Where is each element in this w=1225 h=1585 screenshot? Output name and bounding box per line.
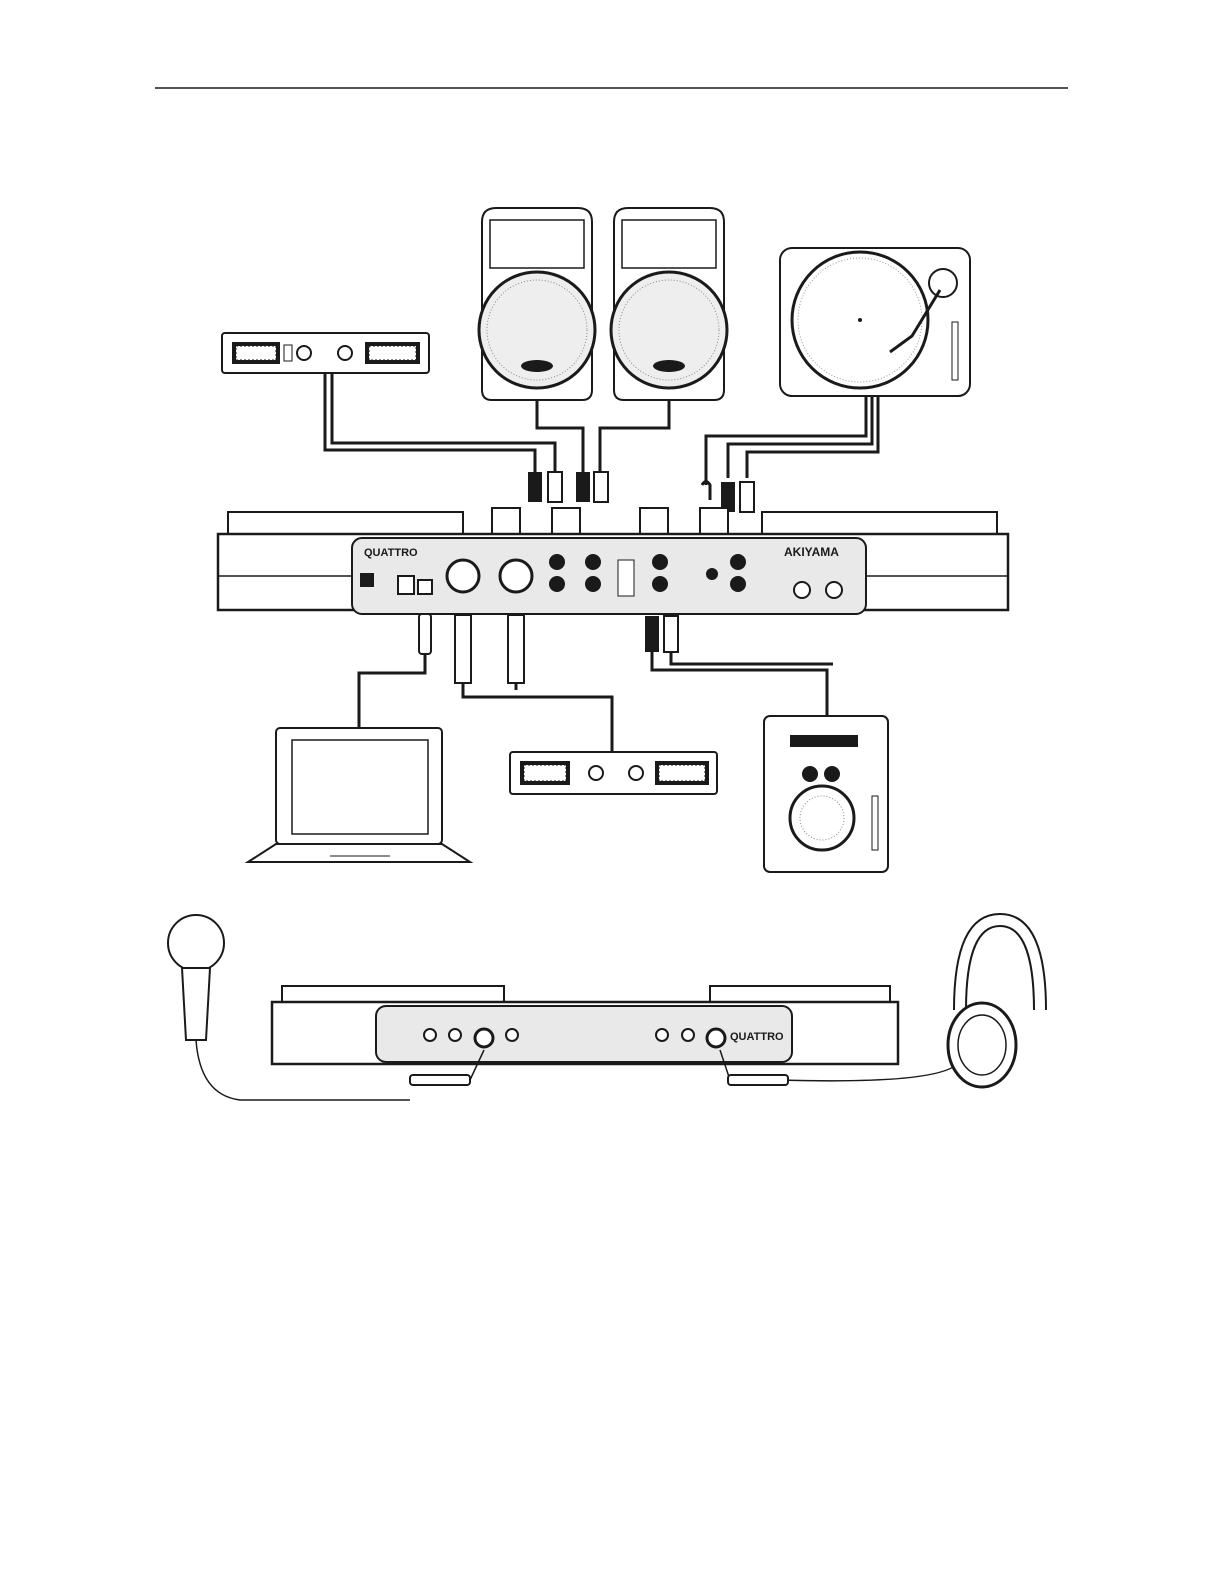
front-panel-brand-label: QUATTRO: [730, 1031, 784, 1043]
speaker-right-icon: [611, 208, 727, 400]
jack-plug-headphones: [728, 1075, 788, 1085]
amplifier-top-icon: [222, 333, 429, 373]
manufacturer-label: AKIYAMA: [784, 545, 839, 559]
plugs-bottom: [419, 614, 678, 683]
rca-plugs-top: [528, 472, 754, 512]
amplifier-bottom-icon: [510, 752, 717, 794]
speaker-left-icon: [479, 208, 595, 400]
jack-plug-mic: [410, 1075, 470, 1085]
laptop-icon: [248, 728, 470, 862]
dj-controller-rear-icon: QUATTRO AKIYAMA: [218, 508, 1008, 614]
turntable-icon: [780, 248, 970, 396]
dj-controller-front-icon: QUATTRO: [272, 986, 898, 1064]
headphones-icon: [948, 920, 1040, 1087]
cd-player-icon: [764, 716, 888, 872]
controller-brand-label: QUATTRO: [364, 547, 418, 559]
